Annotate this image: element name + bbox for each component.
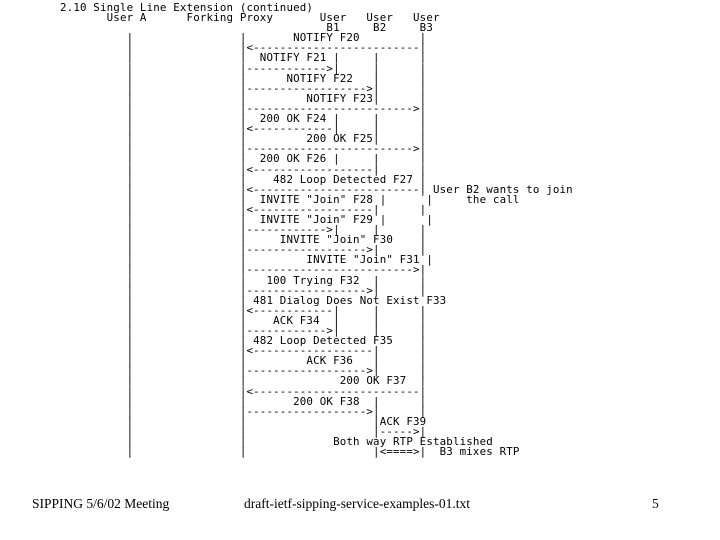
diagram-line: | | INVITE "Join" F30 | [60,233,427,247]
diagram-line: | | 482 Loop Detected F27 | [60,172,427,186]
diagram-line: | |------------------>| | [60,243,427,257]
diagram-line: | | 200 OK F26 | | | [60,152,427,166]
diagram-line: | |<------------------| | [60,202,427,216]
diagram-line: | | ACK F34 | | | [60,313,427,327]
diagram-line: | |------------------------->| [60,263,427,277]
diagram-line: | | 100 Trying F32 | | [60,273,427,287]
diagram-line: | |<-------------------------| [60,41,427,55]
diagram-line: | | 200 OK F24 | | | [60,112,427,126]
footer-page-number: 5 [652,496,659,511]
diagram-line: | | 482 Loop Detected F35 | [60,334,427,348]
diagram-line: | |------------>| | | [60,223,427,237]
diagram-line: | | INVITE "Join" F29 | | [60,212,433,226]
diagram-line: | |<------------| | | [60,303,427,317]
diagram-line: | |<------------------| | [60,344,427,358]
diagram-line: | | |<====>| B3 mixes RTP [60,445,520,459]
diagram-line: B1 B2 B3 [60,21,433,35]
diagram-line: | |------------------>| | [60,283,427,297]
diagram-line: | | ACK F36 | | [60,354,427,368]
diagram-line: | | 481 Dialog Does Not Exist F33 [60,293,447,307]
diagram-line: | |<------------| | | [60,122,427,136]
diagram-line: | |------------------------->| [60,142,427,156]
diagram-line: | | Both way RTP Established [60,435,493,449]
diagram-line: | | 200 OK F25| | [60,132,427,146]
diagram-line: | | NOTIFY F20 | [60,31,427,45]
diagram-line: User A Forking Proxy User User User [60,11,440,25]
diagram-line: | | NOTIFY F23| | [60,91,427,105]
footer-draft-filename: draft-ietf-sipping-service-examples-01.t… [244,496,471,511]
diagram-line: | | NOTIFY F21 | | | [60,51,427,65]
diagram-line: | |------------>| | | [60,324,427,337]
diagram-line: | |------------------------->| [60,101,427,115]
diagram-line: | | 200 OK F37 | [60,374,427,388]
diagram-line: | | |----->| [60,424,427,438]
diagram-line: | |------------>| | | [60,61,427,75]
diagram-line: | |<------------------| | [60,162,427,176]
diagram-line: | | INVITE "Join" F28 | | the call [60,192,520,206]
diagram-line: | |------------------>| | [60,364,427,378]
diagram-line: | |------------------>| | [60,404,427,418]
diagram-line: | | INVITE "Join" F31 | [60,253,433,267]
footer-meeting-label: SIPPING 5/6/02 Meeting [32,496,170,511]
section-heading: 2.10 Single Line Extension (continued) [60,1,314,14]
diagram-line: | |<-------------------------| User B2 w… [60,182,573,196]
diagram-line: | |<-------------------------| [60,384,427,398]
diagram-line: | | 200 OK F38 | | [60,394,427,408]
diagram-line: | | NOTIFY F22 | | [60,71,427,85]
call-flow-diagram: 2.10 Single Line Extension (continued) U… [60,1,573,459]
diagram-line: | |------------------>| | [60,81,427,95]
diagram-line: | | |ACK F39 [60,414,427,428]
